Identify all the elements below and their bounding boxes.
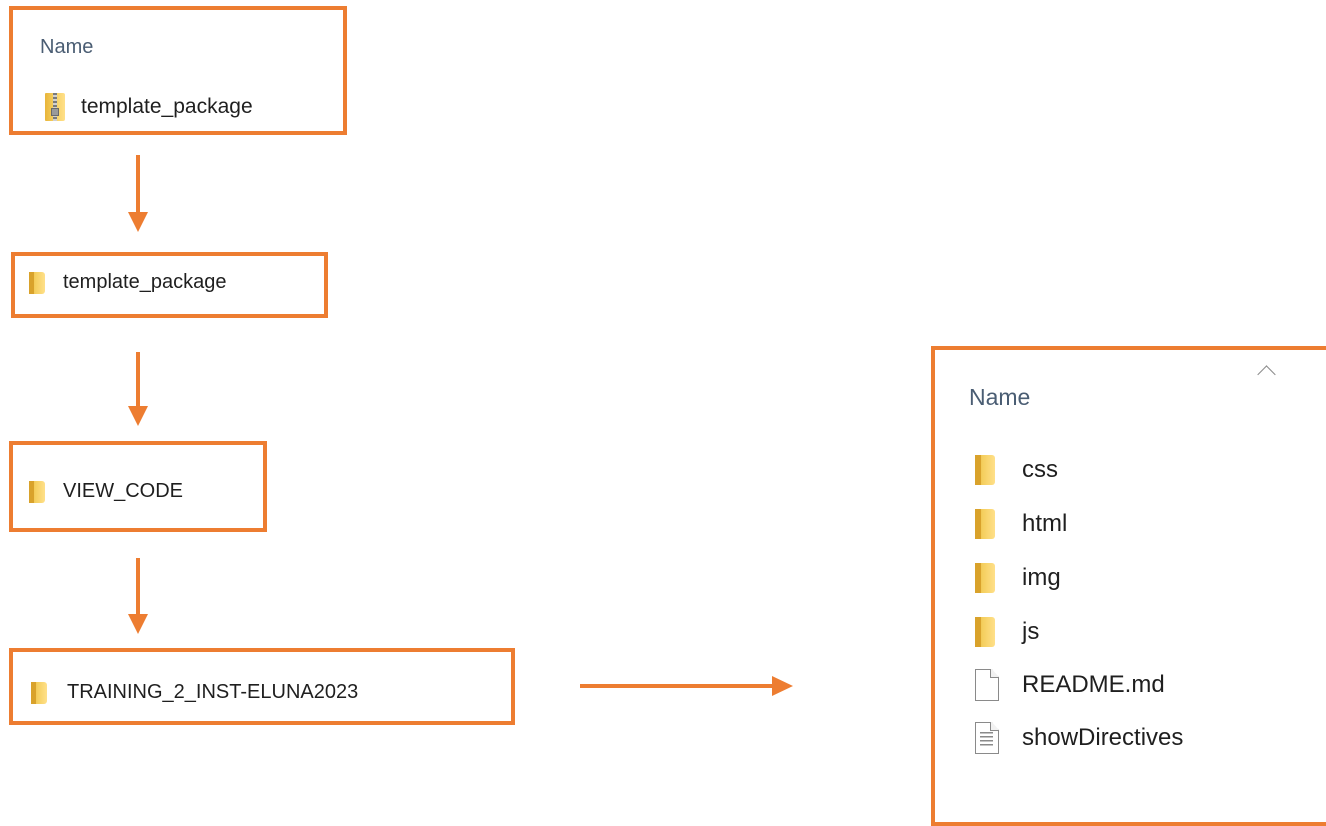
list-item-label: README.md <box>1022 671 1165 698</box>
name-column-header[interactable]: Name <box>969 384 1031 410</box>
zip-folder-icon <box>45 93 65 121</box>
folder-item-template-package[interactable]: template_package <box>29 271 226 294</box>
list-item-showdirectives[interactable]: showDirectives <box>975 722 1183 754</box>
text-file-icon <box>975 722 999 754</box>
name-column-header[interactable]: Name <box>40 36 94 58</box>
list-item-html[interactable]: html <box>975 509 1067 539</box>
folder-icon <box>31 681 47 704</box>
result-box: Name css html img js README.md showDirec… <box>931 346 1326 826</box>
folder-icon <box>975 509 995 539</box>
arrow-step3-to-step4 <box>128 558 148 634</box>
list-item-label: img <box>1022 564 1061 591</box>
folder-icon <box>29 480 45 503</box>
list-item-js[interactable]: js <box>975 617 1039 647</box>
folder-icon <box>975 617 995 647</box>
folder-item-view-code[interactable]: VIEW_CODE <box>29 480 183 503</box>
step2-box: template_package <box>11 252 328 318</box>
folder-item-training[interactable]: TRAINING_2_INST-ELUNA2023 <box>31 681 358 704</box>
list-item-label: html <box>1022 510 1068 537</box>
arrow-step4-to-result <box>580 676 793 696</box>
list-item-label: showDirectives <box>1022 724 1184 751</box>
list-item-css[interactable]: css <box>975 455 1058 485</box>
step1-box: Name template_package <box>9 6 347 135</box>
arrow-step1-to-step2 <box>128 155 148 232</box>
zip-item-template-package[interactable]: template_package <box>45 93 253 121</box>
folder-item-label: TRAINING_2_INST-ELUNA2023 <box>67 681 359 703</box>
list-item-img[interactable]: img <box>975 563 1061 593</box>
step4-box: TRAINING_2_INST-ELUNA2023 <box>9 648 515 725</box>
folder-icon <box>29 271 45 294</box>
folder-icon <box>975 563 995 593</box>
list-item-readme[interactable]: README.md <box>975 669 1165 701</box>
arrow-step2-to-step3 <box>128 352 148 426</box>
list-item-label: css <box>1022 456 1058 483</box>
step3-box: VIEW_CODE <box>9 441 267 532</box>
list-item-label: js <box>1022 618 1040 645</box>
folder-item-label: VIEW_CODE <box>63 480 184 502</box>
folder-icon <box>975 455 995 485</box>
zip-item-label: template_package <box>81 95 253 118</box>
file-icon <box>975 669 999 701</box>
folder-item-label: template_package <box>63 271 227 293</box>
